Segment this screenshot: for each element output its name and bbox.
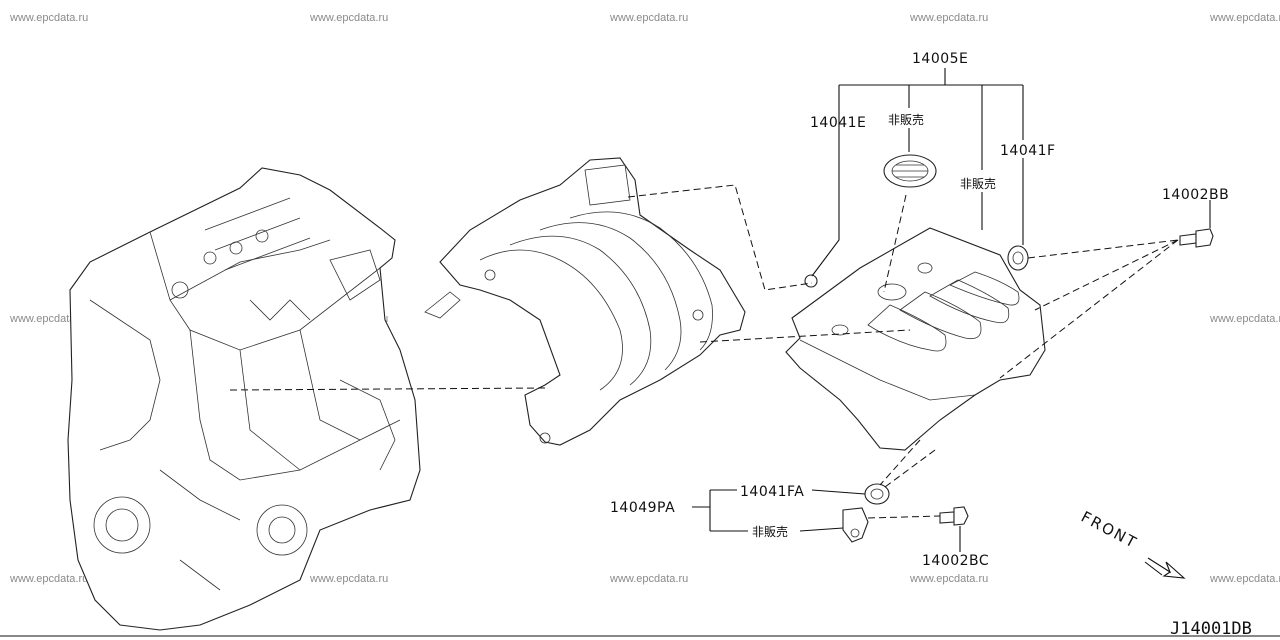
- label-not-for-sale: 非販売: [960, 176, 996, 191]
- watermark-text: www.epcdata.ru: [9, 313, 88, 325]
- diagram-id: J14001DB: [1170, 619, 1252, 639]
- label-14049PA[interactable]: 14049PA: [610, 500, 675, 516]
- watermark-text: www.epcdata.ru: [909, 12, 988, 24]
- watermark-text: www.epcdata.ru: [1209, 313, 1280, 325]
- label-14005E[interactable]: 14005E: [912, 51, 968, 67]
- engine-cover-drawing[interactable]: [785, 227, 1046, 451]
- dashed-reference-lines: [229, 184, 1179, 519]
- leader-lines: [692, 68, 1211, 552]
- label-14041F[interactable]: 14041F: [1000, 143, 1056, 159]
- watermark-text: www.epcdata.ru: [309, 573, 388, 585]
- front-label: FRONT: [1078, 508, 1141, 553]
- clip-14041E-drawing[interactable]: [804, 274, 818, 288]
- bolt-14002BB-drawing[interactable]: [1179, 228, 1214, 248]
- label-14002BB[interactable]: 14002BB: [1162, 187, 1229, 203]
- grommet-14041F-drawing[interactable]: [1007, 245, 1029, 271]
- bracket-drawing[interactable]: [842, 507, 869, 543]
- watermark-text: www.epcdata.ru: [1209, 12, 1280, 24]
- label-14041E[interactable]: 14041E: [810, 115, 866, 131]
- watermark-text: www.epcdata.ru: [1209, 573, 1280, 585]
- front-direction-indicator: FRONT: [1078, 508, 1186, 579]
- part-labels: 14005E 14041E 非販売 14041F 非販売 14002BB 140…: [610, 51, 1229, 569]
- intake-manifold-drawing[interactable]: [424, 157, 746, 446]
- front-arrow-icon: [1147, 557, 1186, 579]
- watermark-text: www.epcdata.ru: [309, 12, 388, 24]
- watermark-text: www.epcdata.ru: [609, 573, 688, 585]
- label-14002BC[interactable]: 14002BC: [922, 553, 989, 569]
- bolt-14002BC-drawing[interactable]: [939, 506, 969, 526]
- label-14041FA[interactable]: 14041FA: [740, 484, 804, 500]
- watermark-text: www.epcdata.ru: [9, 573, 88, 585]
- engine-block-drawing[interactable]: [67, 167, 421, 631]
- label-not-for-sale: 非販売: [888, 112, 924, 127]
- label-not-for-sale: 非販売: [752, 524, 788, 539]
- emblem-drawing[interactable]: [883, 154, 937, 188]
- watermark-text: www.epcdata.ru: [9, 12, 88, 24]
- watermark-text: www.epcdata.ru: [609, 12, 688, 24]
- watermark-text: www.epcdata.ru: [909, 573, 988, 585]
